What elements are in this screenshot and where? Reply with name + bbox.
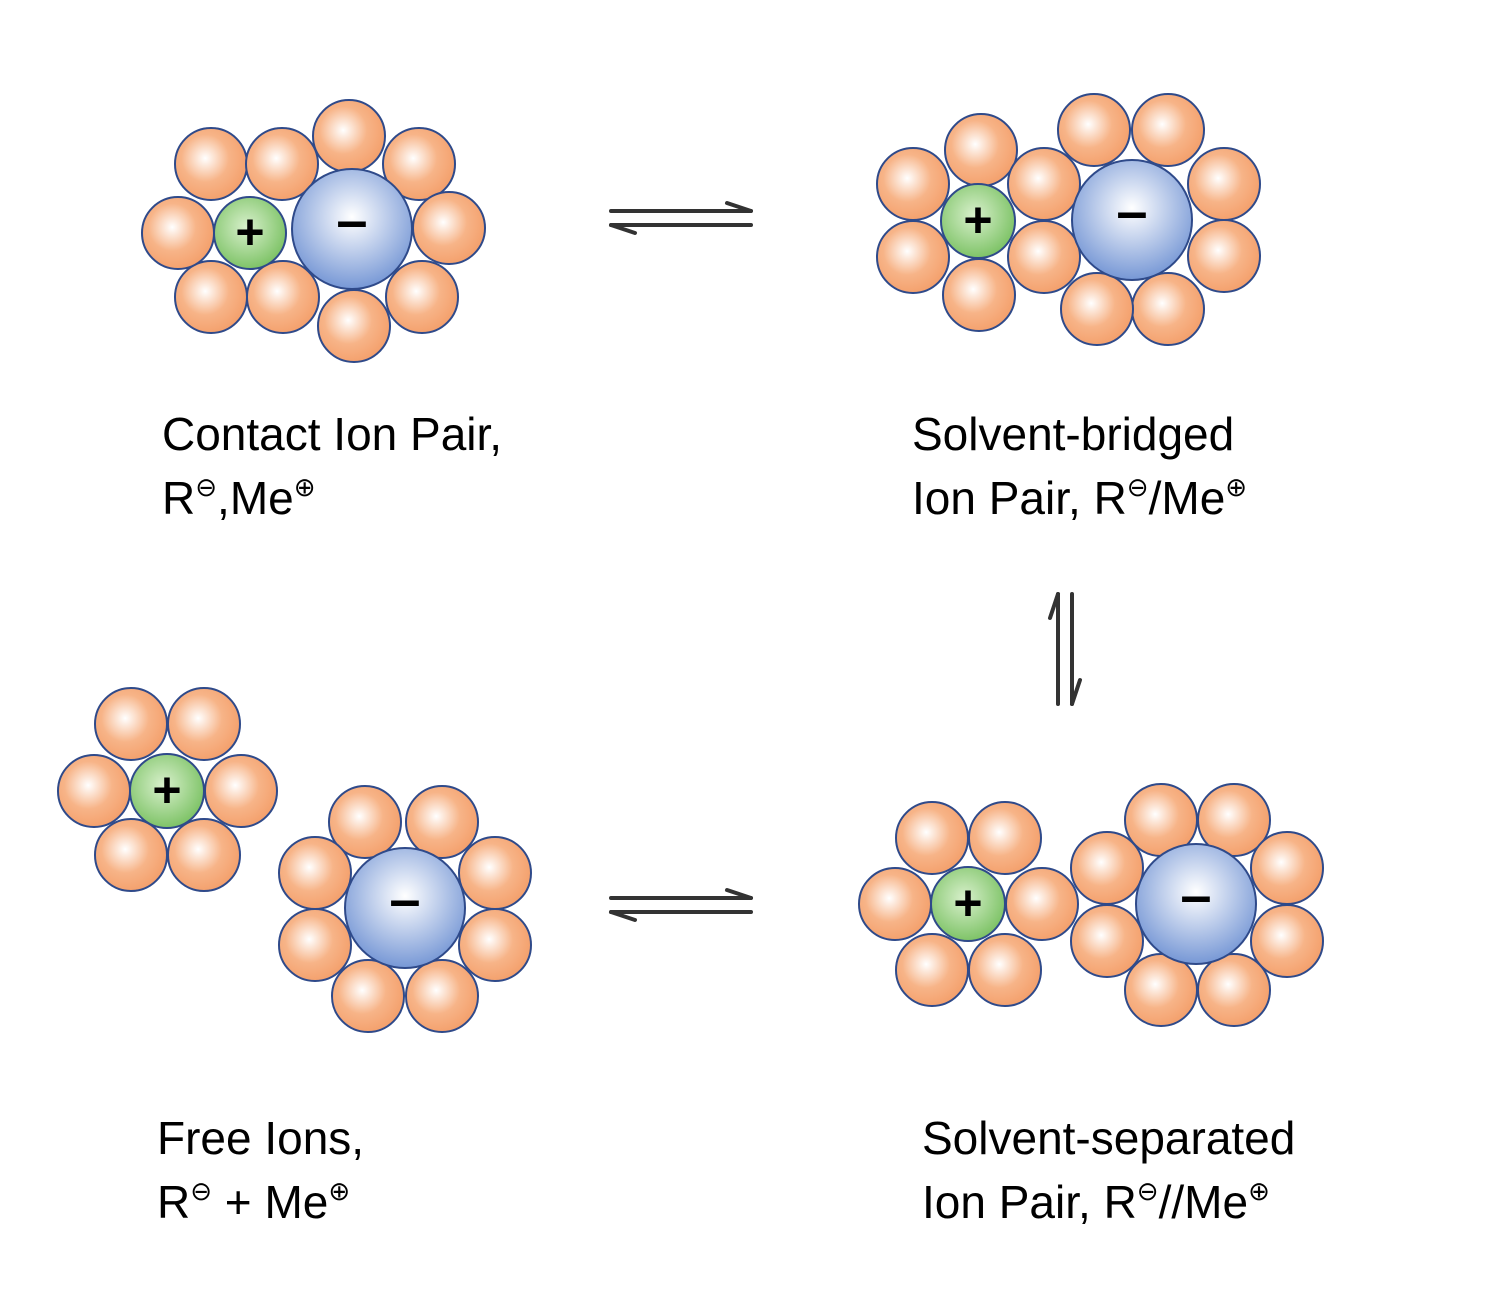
solvent-molecule [876, 147, 950, 221]
solvent-molecule [895, 801, 969, 875]
anion-ion [291, 168, 413, 290]
anion-charge-sign: – [1180, 863, 1211, 926]
solvent-molecule [1007, 147, 1081, 221]
solvent-molecule [968, 933, 1042, 1007]
anion-charge-sign: – [336, 188, 367, 251]
cation-charge-sign: + [953, 875, 982, 931]
solvent-molecule [385, 260, 459, 334]
solvent-molecule [141, 196, 215, 270]
solvent-molecule [1007, 220, 1081, 294]
solvent-molecule [405, 959, 479, 1033]
anion-charge-sign: – [389, 867, 420, 930]
solvent-molecule [94, 687, 168, 761]
solvent-molecule [1060, 272, 1134, 346]
free-ions-cluster: +– [57, 687, 532, 1033]
solvent-molecule [167, 818, 241, 892]
solvent-molecule [944, 113, 1018, 187]
solvent-bridged-ion-pair-cluster: +– [876, 93, 1261, 346]
cation-ion [930, 866, 1006, 942]
contact-title: Contact Ion Pair, [162, 408, 503, 460]
solvent-molecule [405, 785, 479, 859]
solvent-molecule [1187, 219, 1261, 293]
free-formula: R⊖ + Me⊕ [157, 1176, 351, 1228]
solvent-molecule [278, 908, 352, 982]
solvent-molecule [94, 818, 168, 892]
equilibrium-arrow-contact-bridged [609, 201, 753, 235]
down-arrow-head [1070, 678, 1082, 706]
bridged-title: Solvent-bridged [912, 408, 1235, 460]
cation-ion [129, 753, 205, 829]
solvent-molecule [204, 754, 278, 828]
bridged-formula: Ion Pair, R⊖/Me⊕ [912, 472, 1248, 524]
free-title: Free Ions, [157, 1112, 365, 1164]
anion-ion [344, 847, 466, 969]
cation-charge-sign: + [235, 204, 264, 260]
solvent-molecule [174, 260, 248, 334]
solvent-molecule [1187, 147, 1261, 221]
solvent-molecule [1005, 867, 1079, 941]
solvent-separated-ion-pair-cluster: +– [858, 783, 1324, 1027]
forward-arrow-head [725, 201, 753, 213]
free-ions-label: Free Ions, R⊖ + Me⊕ [157, 1106, 364, 1234]
solvent-molecule [458, 908, 532, 982]
solvent-molecule [1057, 93, 1131, 167]
solvent-molecule [1197, 953, 1271, 1027]
solvent-molecule [328, 785, 402, 859]
solvent-molecule [331, 959, 405, 1033]
solvent-molecule [876, 220, 950, 294]
solvent-molecule [278, 836, 352, 910]
solvent-molecule [1124, 953, 1198, 1027]
solvent-molecule [57, 754, 131, 828]
up-arrow-head [1048, 592, 1060, 620]
solvent-molecule [858, 867, 932, 941]
cation-ion [940, 183, 1016, 259]
anion-ion [1071, 159, 1193, 281]
cation-ion [213, 196, 287, 270]
cation-charge-sign: + [963, 192, 992, 248]
solvent-molecule [412, 191, 486, 265]
anion-ion [1135, 843, 1257, 965]
solvent-molecule [1197, 783, 1271, 857]
solvent-molecule [317, 289, 391, 363]
solvent-molecule [1070, 904, 1144, 978]
solvent-molecule [1070, 831, 1144, 905]
forward-arrow-head [725, 888, 753, 900]
contact-formula: R⊖,Me⊕ [162, 472, 316, 524]
reverse-arrow-head [609, 910, 637, 922]
cation-charge-sign: + [152, 762, 181, 818]
contact-ion-pair-cluster: +– [141, 99, 486, 363]
reverse-arrow-head [609, 223, 637, 235]
solvent-molecule [968, 801, 1042, 875]
solvent-molecule [458, 836, 532, 910]
solvent-separated-label: Solvent-separated Ion Pair, R⊖//Me⊕ [922, 1106, 1295, 1234]
equilibrium-arrow-bridged-separated [1048, 592, 1082, 706]
separated-title: Solvent-separated [922, 1112, 1296, 1164]
contact-ion-pair-label: Contact Ion Pair, R⊖,Me⊕ [162, 402, 502, 530]
solvent-molecule [167, 687, 241, 761]
solvent-molecule [382, 127, 456, 201]
solvent-molecule [942, 258, 1016, 332]
solvent-molecule [312, 99, 386, 173]
solvent-molecule [1131, 93, 1205, 167]
solvent-molecule [174, 127, 248, 201]
solvent-molecule [246, 260, 320, 334]
solvent-molecule [245, 127, 319, 201]
solvent-molecule [1131, 272, 1205, 346]
anion-charge-sign: – [1116, 179, 1147, 242]
solvent-bridged-label: Solvent-bridged Ion Pair, R⊖/Me⊕ [912, 402, 1247, 530]
separated-formula: Ion Pair, R⊖//Me⊕ [922, 1176, 1270, 1228]
solvent-molecule [1250, 831, 1324, 905]
solvent-molecule [1250, 904, 1324, 978]
solvent-molecule [895, 933, 969, 1007]
equilibrium-arrow-separated-free [609, 888, 753, 922]
